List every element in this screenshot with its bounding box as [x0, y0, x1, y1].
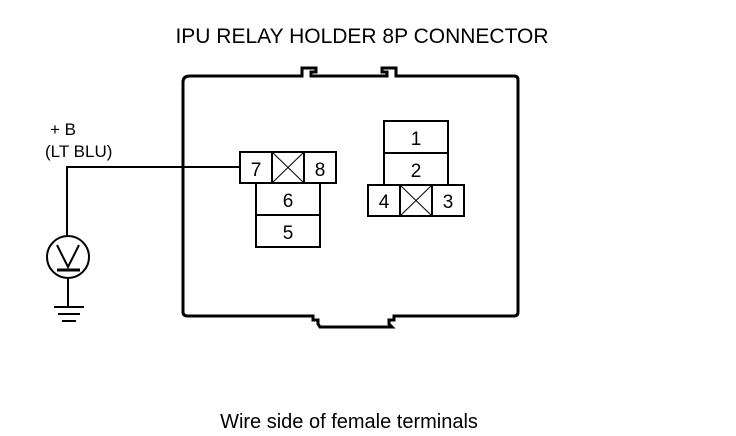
terminal-8-label: 8 [315, 160, 326, 181]
terminal-3-cell [431, 184, 465, 217]
terminal-2-label: 2 [411, 161, 422, 182]
terminal-block-left: 7 8 6 5 [239, 151, 337, 248]
terminal-7-label: 7 [251, 160, 262, 181]
blank-cross-line [399, 184, 433, 217]
probe-label-terminal: + B [50, 120, 76, 139]
voltmeter-icon [46, 235, 90, 279]
diagram-caption: Wire side of female terminals [220, 411, 478, 433]
terminal-5-cell [255, 214, 321, 248]
terminal-block-right: 1 2 4 3 [367, 120, 465, 217]
ground-icon [54, 278, 84, 322]
terminal-1-label: 1 [411, 129, 422, 150]
probe-wire [66, 166, 240, 237]
connector-housing [181, 66, 520, 329]
terminal-3-label: 3 [443, 192, 454, 213]
terminal-4-label: 4 [379, 192, 390, 213]
diagram-title: IPU RELAY HOLDER 8P CONNECTOR [175, 25, 548, 48]
blank-cross-line [271, 151, 305, 184]
terminal-6-label: 6 [283, 191, 294, 212]
terminal-5-label: 5 [283, 223, 294, 244]
probe-label-wire-color: (LT BLU) [45, 142, 112, 161]
